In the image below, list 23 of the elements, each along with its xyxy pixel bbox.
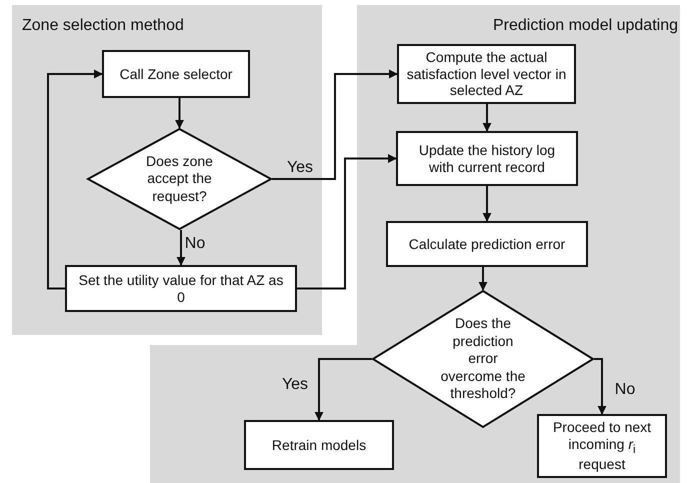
connector-arrow (47, 70, 103, 290)
connector-arrow (297, 154, 397, 290)
decision-diamond (87, 128, 272, 230)
connector-arrow (478, 267, 488, 291)
connector-arrow (482, 186, 492, 222)
process-box: Call Zone selector (102, 50, 250, 98)
process-box: Update the history log with current record (396, 131, 578, 186)
connector-arrow (272, 70, 398, 180)
process-box: Compute the actual satisfaction level vector in selected AZ (397, 44, 576, 104)
connector-arrow (176, 230, 186, 266)
process-box: Retrain models (244, 420, 394, 470)
panel-title: Zone selection method (22, 17, 184, 35)
connector-arrow (314, 358, 372, 421)
decision-text: Does zone accept the request? (145, 152, 214, 206)
connector-arrow (175, 98, 184, 129)
process-box: Set the utility value for that AZ as 0 (65, 265, 297, 312)
panel-title: Prediction model updating (492, 17, 678, 35)
connector-arrow (594, 358, 606, 415)
process-box: Calculate prediction error (386, 221, 588, 267)
group-panel (12, 5, 322, 335)
connector-arrow (482, 104, 492, 132)
decision-text: Does the prediction error overcome the threshold? (440, 315, 526, 403)
process-box: Proceed to next incoming r$_{i}$ request (537, 414, 667, 478)
